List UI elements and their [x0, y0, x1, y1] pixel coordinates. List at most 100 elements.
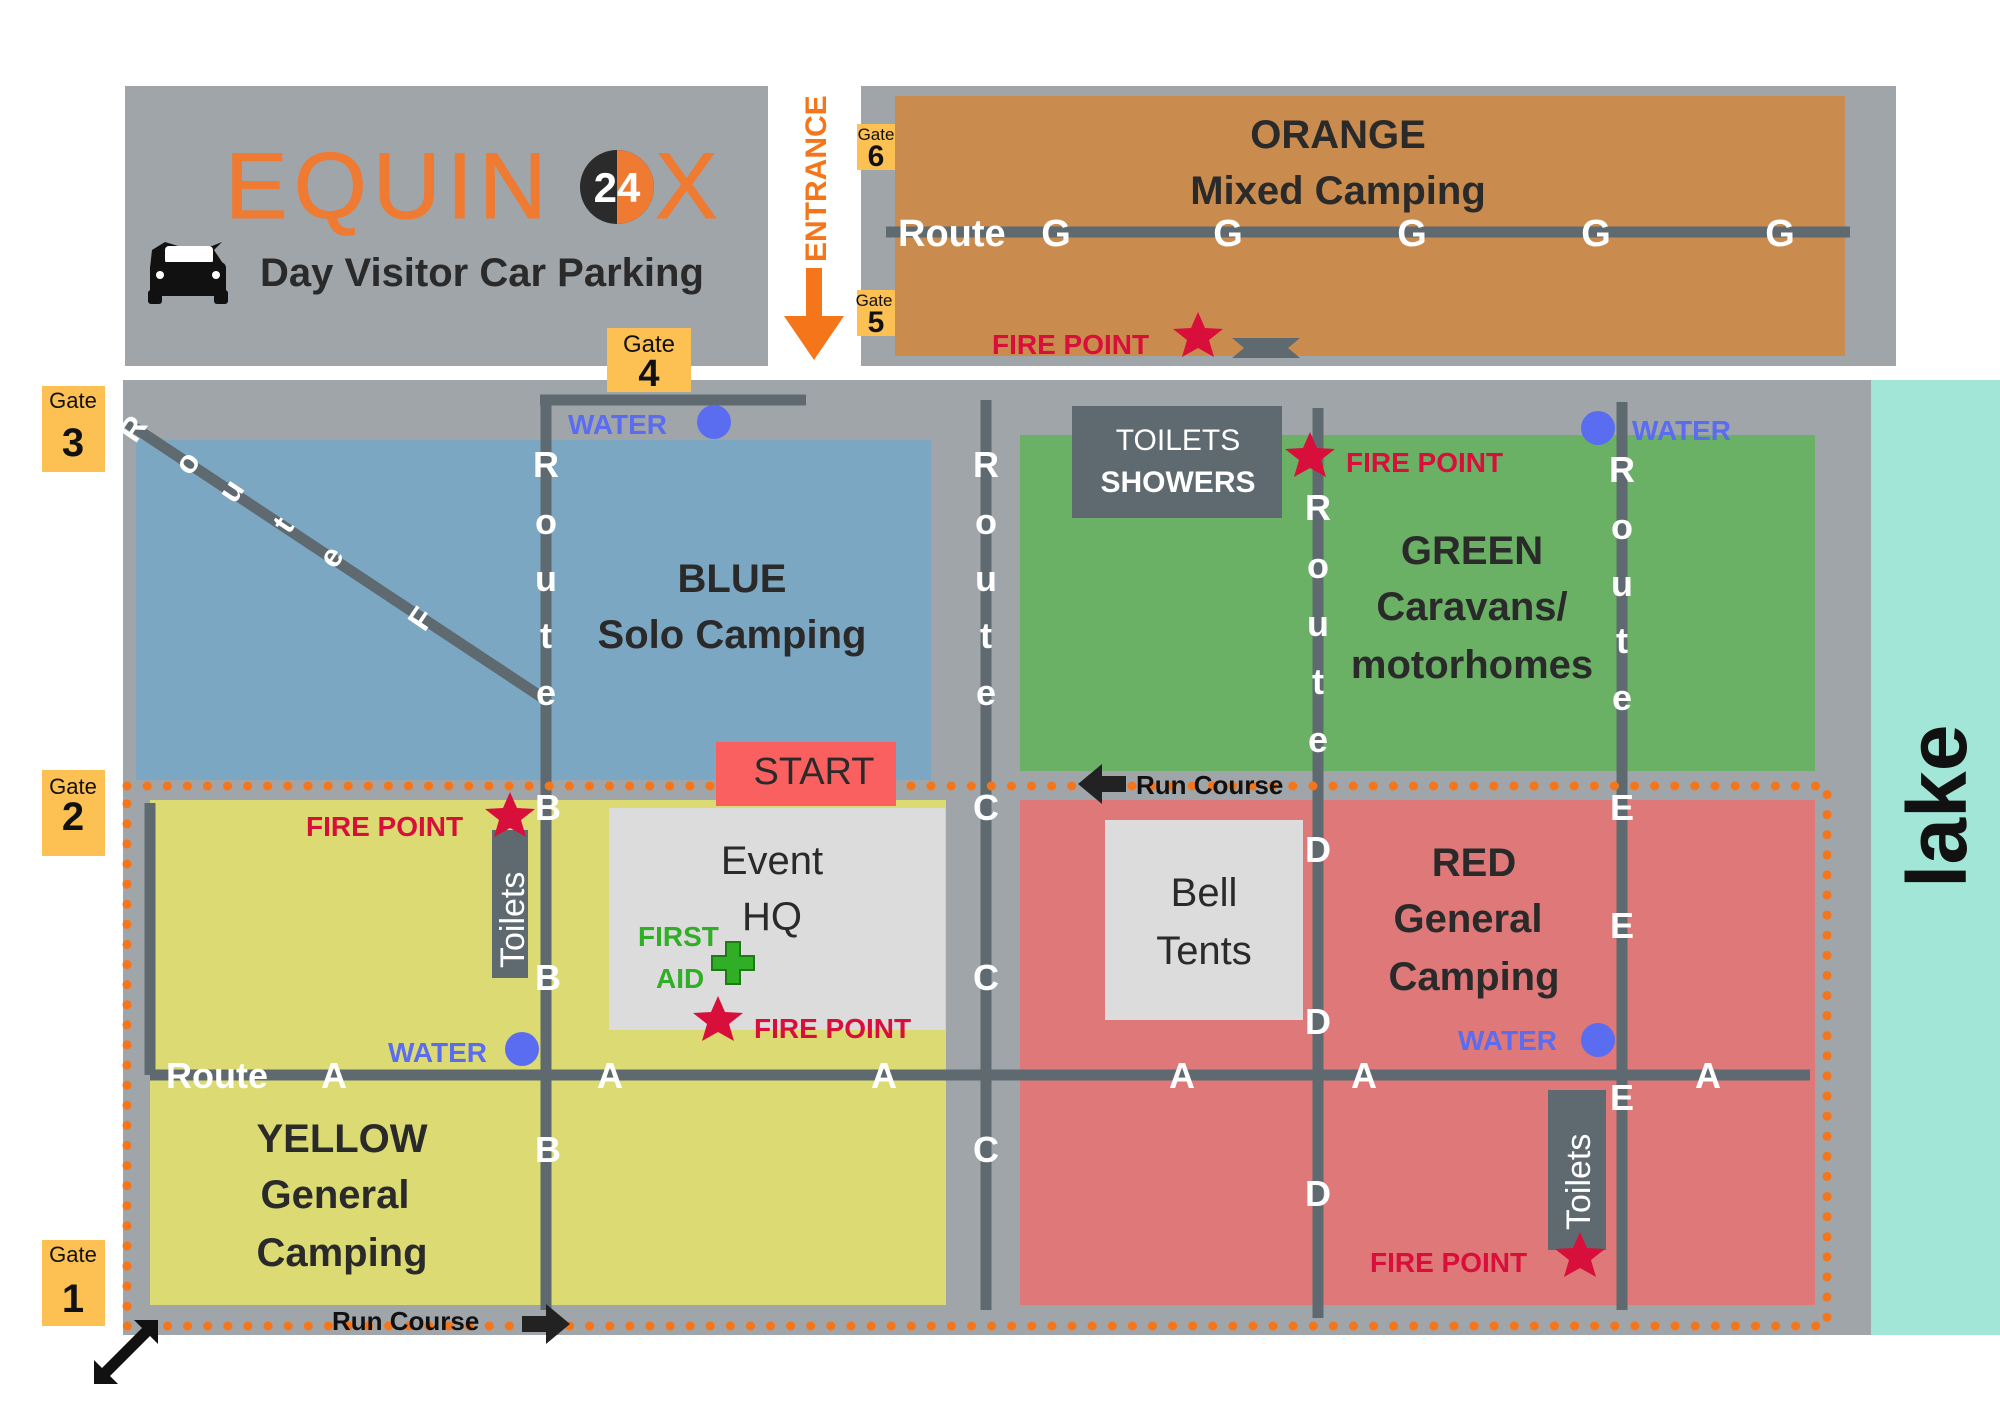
route-g-label: G — [1213, 213, 1243, 255]
route-d-label: D — [1305, 1001, 1331, 1042]
start-box — [716, 742, 896, 806]
route-b-label: B — [535, 957, 561, 998]
toilets-label-red: Toilets — [1560, 1134, 1598, 1230]
gate-3: Gate 3 — [42, 386, 105, 472]
svg-text:o: o — [975, 501, 997, 542]
svg-text:Gate: Gate — [858, 125, 895, 144]
svg-text:Gate: Gate — [49, 388, 97, 413]
svg-text:FIRE POINT: FIRE POINT — [306, 811, 463, 842]
yellow-zone-name: YELLOW — [256, 1117, 427, 1161]
route-g-label: G — [1581, 213, 1611, 255]
logo-badge-number: 24 — [594, 164, 641, 211]
blue-zone — [136, 440, 931, 780]
route-b-label: B — [535, 787, 561, 828]
toilets-label: TOILETS — [1116, 424, 1240, 457]
route-b-label: B — [535, 1129, 561, 1170]
entrance-arrow-shaft — [806, 268, 822, 318]
svg-text:e: e — [1308, 719, 1328, 760]
double-arrow-icon — [94, 1320, 158, 1384]
svg-text:R: R — [533, 444, 559, 485]
svg-text:Gate: Gate — [49, 1242, 97, 1267]
water-point-blue: WATER — [568, 405, 731, 440]
green-zone-name: GREEN — [1401, 529, 1543, 573]
svg-text:FIRE POINT: FIRE POINT — [1370, 1247, 1527, 1278]
run-course-top: Run Course — [1078, 764, 1283, 804]
route-a-label: A — [1169, 1055, 1195, 1096]
route-a-label: A — [1351, 1055, 1377, 1096]
red-zone-desc-1: General — [1394, 897, 1543, 941]
water-point-yellow: WATER — [388, 1032, 539, 1068]
svg-text:u: u — [535, 558, 557, 599]
first-aid-label-1: FIRST — [638, 921, 719, 952]
svg-text:FIRE POINT: FIRE POINT — [1346, 447, 1503, 478]
showers-label: SHOWERS — [1100, 466, 1255, 499]
run-course-bottom: Run Course — [332, 1304, 570, 1344]
svg-text:u: u — [1307, 603, 1329, 644]
fire-point-green: FIRE POINT — [1285, 432, 1503, 478]
yellow-zone-desc-1: General — [261, 1173, 410, 1217]
svg-text:2: 2 — [62, 795, 84, 839]
svg-text:e: e — [536, 672, 556, 713]
logo-text-right: X — [655, 133, 718, 238]
svg-text:Run Course: Run Course — [1136, 770, 1283, 800]
fire-star-icon — [1285, 432, 1335, 477]
gate-4: Gate 4 — [607, 328, 691, 395]
logo-badge-half — [617, 150, 654, 224]
right-arrow-icon — [522, 1304, 570, 1344]
bell-tents-box — [1105, 820, 1303, 1020]
svg-text:e: e — [976, 672, 996, 713]
svg-text:Gate: Gate — [856, 291, 893, 310]
water-icon — [505, 1032, 539, 1066]
fire-point-hq: FIRE POINT — [693, 996, 911, 1044]
svg-text:u: u — [975, 558, 997, 599]
svg-text:o: o — [1307, 545, 1329, 586]
svg-text:6: 6 — [868, 140, 885, 173]
svg-text:5: 5 — [868, 306, 885, 339]
bell-tents-label-1: Bell — [1171, 871, 1238, 915]
svg-text:t: t — [540, 615, 552, 656]
lake-label: lake — [1890, 725, 1984, 889]
parking-area — [125, 86, 768, 366]
route-c-label: C — [973, 957, 999, 998]
first-aid-label-2: AID — [656, 963, 704, 994]
roads — [122, 226, 1850, 1318]
fire-point-red: FIRE POINT — [1370, 1232, 1605, 1278]
orange-zone-name: ORANGE — [1250, 113, 1426, 157]
svg-text:WATER: WATER — [568, 409, 667, 440]
svg-text:t: t — [1616, 620, 1628, 661]
route-e-label: E — [1610, 905, 1634, 946]
svg-text:3: 3 — [62, 421, 84, 465]
orange-zone — [895, 96, 1845, 356]
route-e-label: E — [1610, 1077, 1634, 1118]
entrance-arrow-icon — [784, 316, 844, 360]
route-d-label: D — [1305, 829, 1331, 870]
event-hq-label-2: HQ — [742, 895, 802, 939]
route-c-label: C — [973, 787, 999, 828]
svg-text:R: R — [973, 444, 999, 485]
svg-text:e: e — [1612, 677, 1632, 718]
logo-text-left: EQUIN — [225, 133, 553, 238]
svg-text:WATER: WATER — [1632, 415, 1731, 446]
route-c-label: C — [973, 1129, 999, 1170]
bell-tents-label-2: Tents — [1156, 929, 1252, 973]
svg-text:4: 4 — [638, 353, 659, 395]
gate-1: Gate 1 — [42, 1240, 105, 1326]
route-e-vertical-word: R o u t e — [1609, 449, 1635, 718]
route-g-label: G — [1765, 213, 1795, 255]
svg-text:WATER: WATER — [388, 1037, 487, 1068]
route-f-road — [122, 417, 550, 705]
fire-star-icon — [1555, 1232, 1605, 1277]
fire-point-orange: FIRE POINT — [992, 312, 1223, 360]
red-zone-name: RED — [1432, 841, 1516, 885]
red-zone-desc-2: Camping — [1388, 955, 1559, 999]
orange-zone-desc: Mixed Camping — [1190, 169, 1486, 213]
lake-area — [1871, 380, 2000, 1335]
fire-star-icon — [485, 792, 535, 837]
run-course-outline — [122, 781, 1832, 1331]
svg-text:FIRE POINT: FIRE POINT — [992, 329, 1149, 360]
yellow-zone-desc-2: Camping — [256, 1231, 427, 1275]
water-icon — [1581, 1023, 1615, 1057]
route-b-vertical-word: R o u t e — [533, 444, 559, 713]
svg-text:Gate: Gate — [49, 774, 97, 799]
